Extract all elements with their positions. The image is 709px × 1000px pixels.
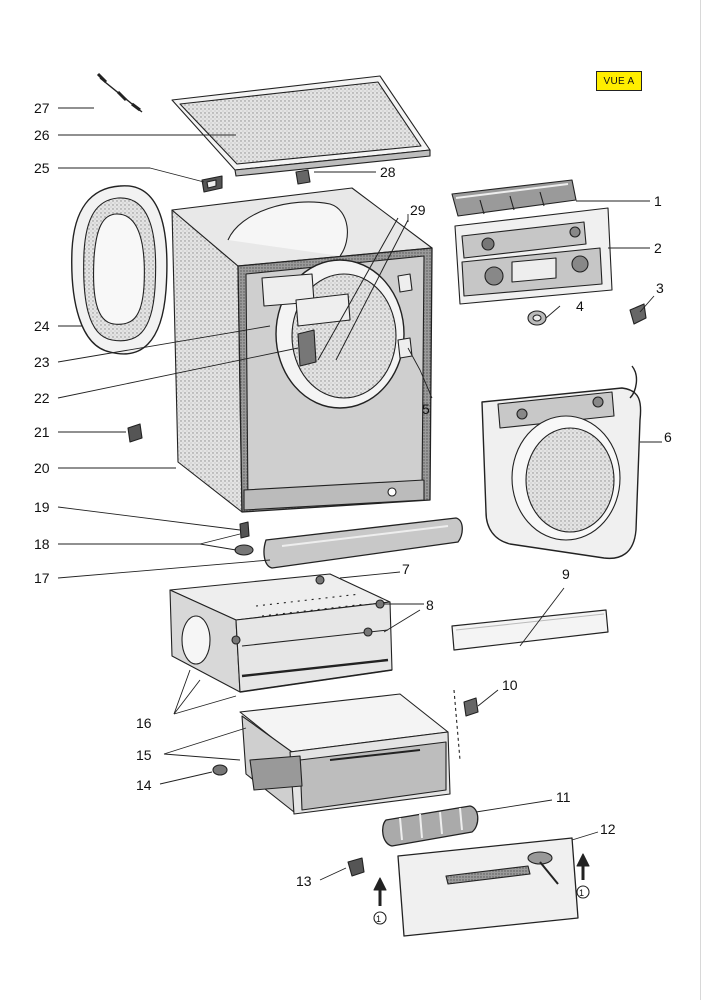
callout-23: 23 xyxy=(34,354,50,370)
callout-14: 14 xyxy=(136,777,152,793)
callout-3: 3 xyxy=(656,280,664,296)
callout-28: 28 xyxy=(380,164,396,180)
callout-8: 8 xyxy=(426,597,434,613)
part-24-door xyxy=(71,185,168,355)
part-6-front-panel xyxy=(481,365,642,560)
part-19-foot-screw xyxy=(239,521,250,539)
callout-12: 12 xyxy=(600,821,616,837)
view-badge: VUE A xyxy=(596,71,642,91)
arrow-marker-left xyxy=(373,877,387,925)
callout-9: 9 xyxy=(562,566,570,582)
part-11-handle xyxy=(381,805,479,847)
arrow-marker-right-label: 1 xyxy=(579,888,584,898)
callout-11: 11 xyxy=(556,789,571,805)
part-1-control-bar xyxy=(451,179,577,217)
part-15-drawer-tray xyxy=(239,693,451,815)
callout-24: 24 xyxy=(34,318,50,334)
leader-lines xyxy=(57,107,662,881)
part-28-clip xyxy=(295,169,311,185)
callout-1: 1 xyxy=(654,193,662,209)
callout-27: 27 xyxy=(34,100,50,116)
part-17-plinth-board xyxy=(263,517,463,569)
part-14-clip xyxy=(212,764,228,776)
part-27-cable xyxy=(96,72,143,113)
part-3-clip xyxy=(629,303,647,325)
callout-18: 18 xyxy=(34,536,50,552)
arrow-marker-left-label: 1 xyxy=(376,914,381,924)
callout-16: 16 xyxy=(136,715,152,731)
callout-5: 5 xyxy=(422,401,430,417)
callout-22: 22 xyxy=(34,390,50,406)
callout-19: 19 xyxy=(34,499,50,515)
part-4-knob xyxy=(527,310,547,326)
callout-17: 17 xyxy=(34,570,50,586)
part-20-cabinet xyxy=(171,187,433,513)
part-9-strip xyxy=(451,609,609,651)
part-12-drawer-front xyxy=(397,837,579,937)
callout-labels: 27 26 25 28 29 1 2 3 4 24 23 22 5 21 6 2… xyxy=(34,100,672,924)
callout-10: 10 xyxy=(502,677,518,693)
arrow-marker-right xyxy=(576,853,590,899)
part-2-control-boards xyxy=(454,207,613,305)
callout-6: 6 xyxy=(664,429,672,445)
part-16-drawer-frame xyxy=(169,573,393,693)
callout-29: 29 xyxy=(410,202,426,218)
page-edge xyxy=(700,0,701,1000)
part-29-gasket xyxy=(317,217,409,361)
part-21-clip xyxy=(127,423,143,443)
callout-2: 2 xyxy=(654,240,662,256)
part-10-clip xyxy=(453,689,479,761)
callout-25: 25 xyxy=(34,160,50,176)
callout-15: 15 xyxy=(136,747,152,763)
part-18-foot xyxy=(234,544,254,556)
callout-26: 26 xyxy=(34,127,50,143)
part-26-top-cover xyxy=(171,75,431,177)
part-25-clip xyxy=(201,175,223,193)
callout-13: 13 xyxy=(296,873,312,889)
callout-4: 4 xyxy=(576,298,584,314)
callout-21: 21 xyxy=(34,424,50,440)
callout-7: 7 xyxy=(402,561,410,577)
part-13-clip xyxy=(347,857,365,877)
callout-20: 20 xyxy=(34,460,50,476)
